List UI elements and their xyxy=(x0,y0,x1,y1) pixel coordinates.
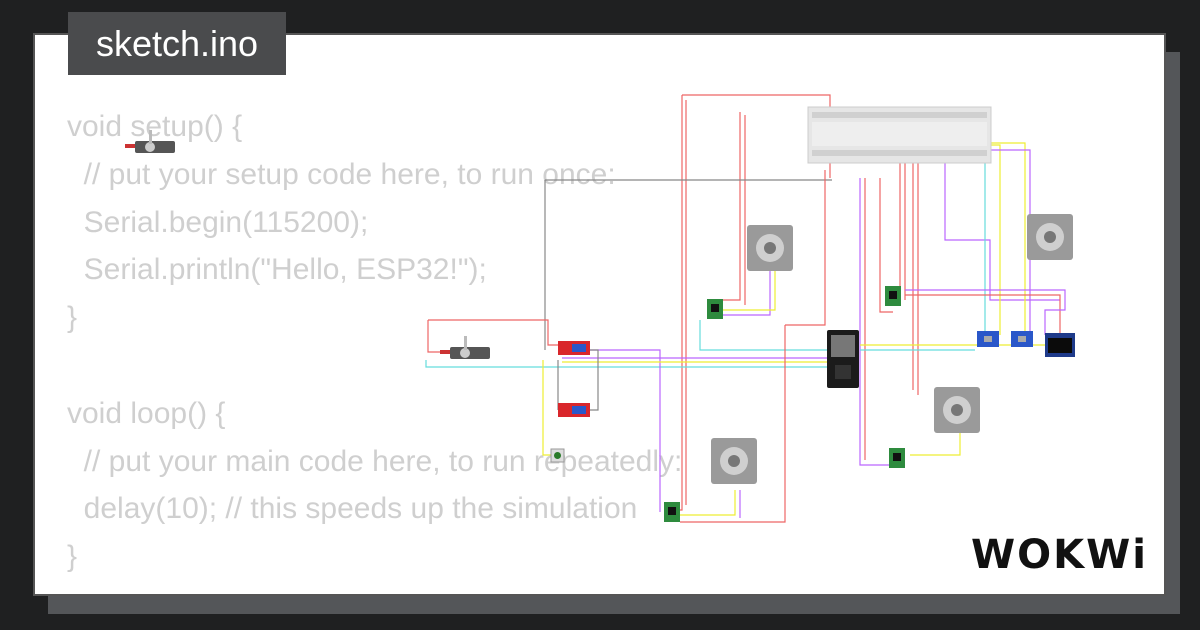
wires xyxy=(425,94,1070,523)
code-line: void setup() { xyxy=(67,110,243,143)
stepper-motor-icon[interactable] xyxy=(934,387,980,433)
file-name: sketch.ino xyxy=(95,23,259,64)
code-line: // put your setup code here, to run once… xyxy=(67,157,616,191)
breadboard[interactable] xyxy=(807,106,992,164)
servo-motor-icon[interactable] xyxy=(125,130,175,153)
card-content: void setup() { // put your setup code he… xyxy=(33,33,1166,596)
sensor-module-icon[interactable] xyxy=(977,331,999,347)
code-line: delay(10); // this speeds up the simulat… xyxy=(67,492,638,526)
pushbutton-icon[interactable] xyxy=(550,448,565,463)
stepper-motor-icon[interactable] xyxy=(747,225,793,271)
stepper-driver-icon[interactable] xyxy=(707,299,723,319)
relay-module-icon[interactable] xyxy=(558,341,590,355)
code-line: Serial.println("Hello, ESP32!"); xyxy=(67,253,487,287)
code-line: } xyxy=(67,540,78,574)
relay-module-icon[interactable] xyxy=(558,403,590,417)
file-tab[interactable]: sketch.ino xyxy=(68,12,286,75)
code-line: Serial.begin(115200); xyxy=(67,205,369,239)
oled-display-icon[interactable] xyxy=(1045,333,1075,357)
esp32-board-icon[interactable] xyxy=(827,330,859,388)
stepper-driver-icon[interactable] xyxy=(889,448,905,468)
stepper-motor-icon[interactable] xyxy=(711,438,757,484)
stepper-driver-icon[interactable] xyxy=(664,502,680,522)
circuit-diagram[interactable] xyxy=(33,33,1166,596)
code-line: } xyxy=(67,301,78,335)
stepper-driver-icon[interactable] xyxy=(885,286,901,306)
sensor-module-icon[interactable] xyxy=(1011,331,1033,347)
code-editor: void setup() { // put your setup code he… xyxy=(67,103,682,581)
wokwi-logo: WOKWi xyxy=(971,532,1148,578)
code-line: void loop() { xyxy=(67,396,226,430)
stepper-motor-icon[interactable] xyxy=(1027,214,1073,260)
servo-motor-icon[interactable] xyxy=(440,336,490,359)
